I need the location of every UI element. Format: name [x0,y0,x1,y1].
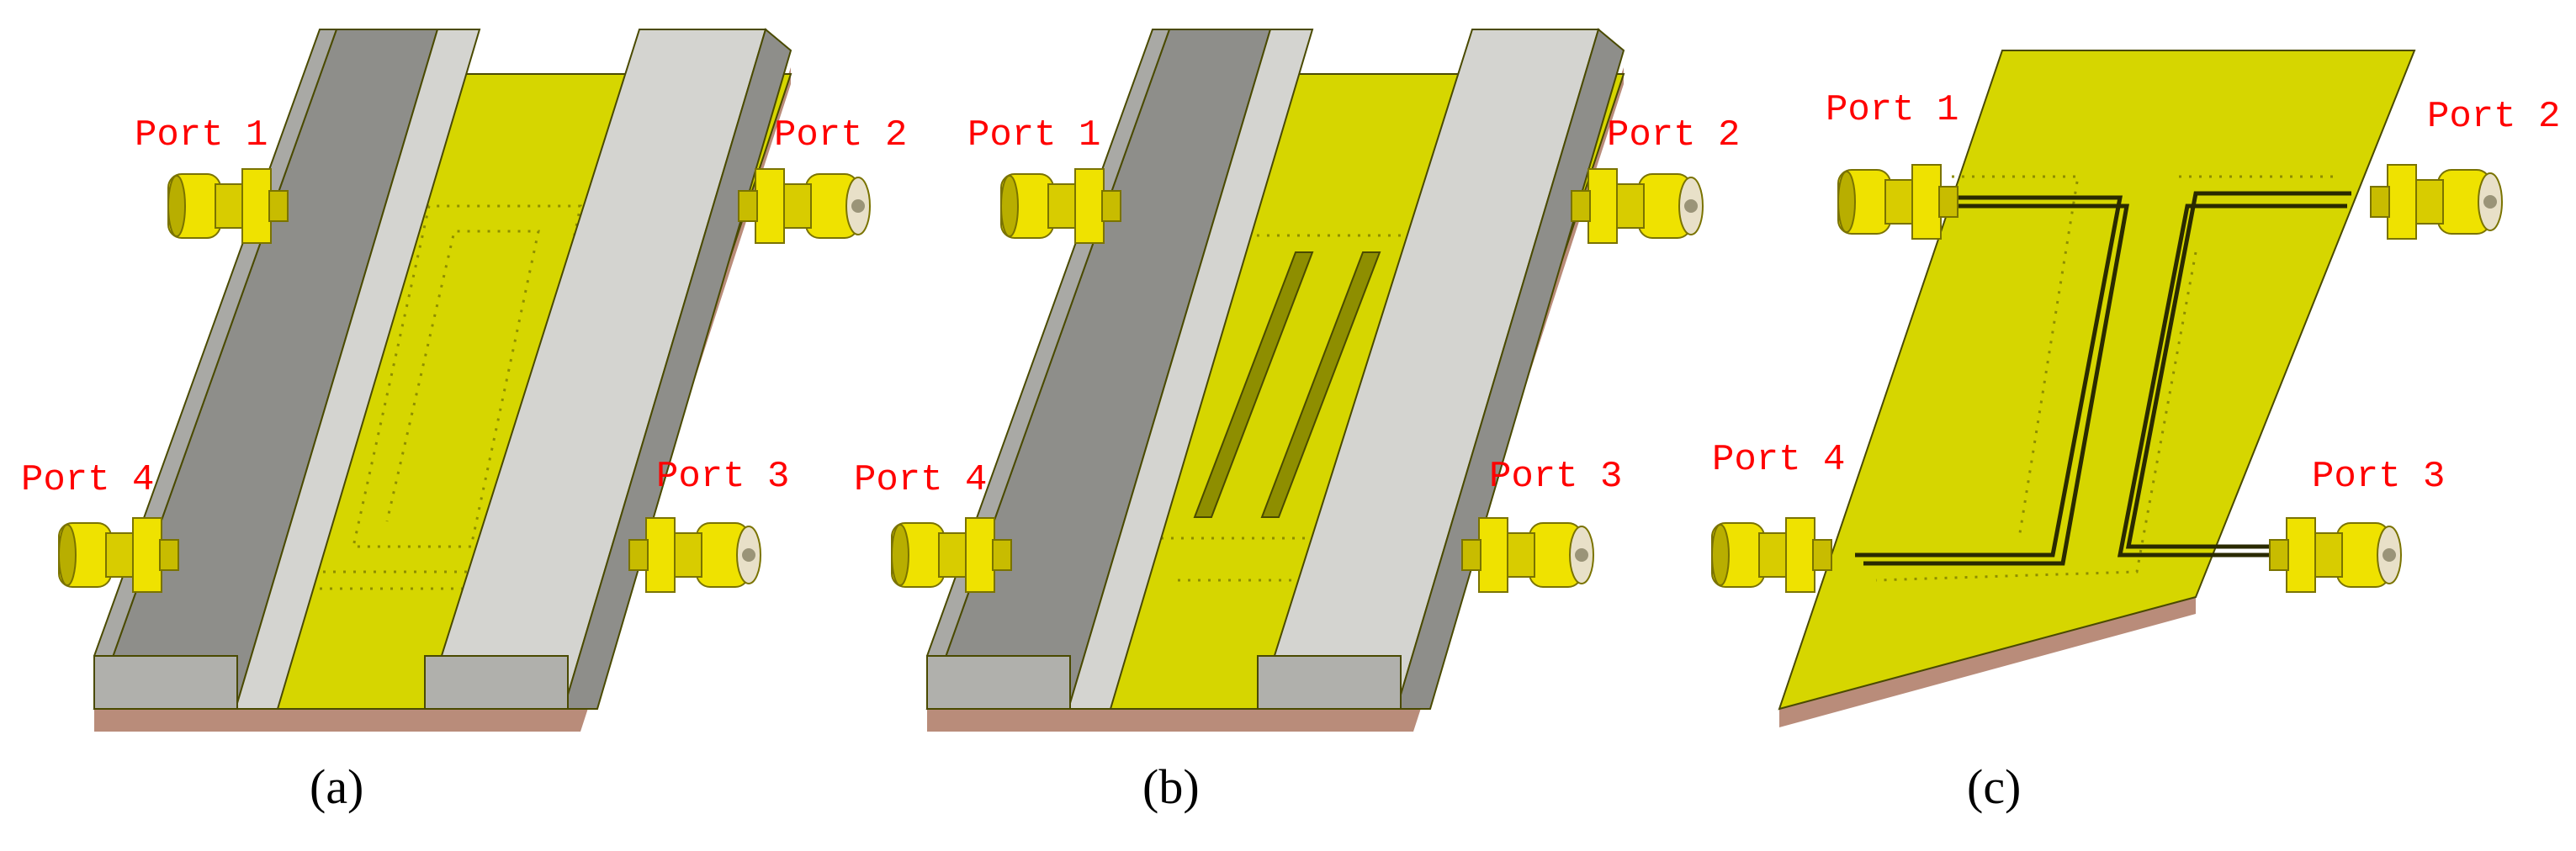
port3-connector [628,517,761,593]
right-block [1256,28,1625,710]
port4-connector [891,517,1012,593]
via-pattern [1875,175,2339,582]
port1-label: Port 1 [967,114,1100,156]
port2-connector [738,168,871,244]
port1-connector [167,168,289,244]
port4-connector [58,517,179,593]
panel-c: Port 1 Port 2 Port 3 Port 4 (c) [1711,50,2560,814]
caption-b: (b) [1142,759,1200,814]
caption-a: (a) [310,759,363,814]
panel-a: Port 1 Port 2 Port 3 Port 4 (a) [21,28,907,814]
port3-label: Port 3 [2312,456,2445,498]
port3-connector [1461,517,1594,593]
coupled-lines [1855,191,2351,566]
port3-connector [2269,517,2402,593]
right-block [423,28,792,710]
coupled-strips [1193,251,1381,518]
port4-label: Port 4 [21,459,154,501]
panel-b: Port 1 Port 2 Port 3 Port 4 (b) [854,28,1740,814]
via-pattern [303,204,582,590]
port1-label: Port 1 [135,114,268,156]
port4-connector [1711,517,1832,593]
port2-label: Port 2 [2427,96,2560,138]
caption-c: (c) [1967,759,2021,814]
port2-label: Port 2 [1607,114,1740,156]
port3-label: Port 3 [656,456,789,498]
port4-label: Port 4 [1712,439,1845,481]
substrate-edge [1779,597,2196,727]
port2-label: Port 2 [774,114,907,156]
port2-connector [2370,164,2503,240]
port1-label: Port 1 [1826,89,1959,131]
port1-connector [1000,168,1121,244]
port4-label: Port 4 [854,459,987,501]
port3-label: Port 3 [1489,456,1622,498]
port1-connector [1837,164,1959,240]
port2-connector [1571,168,1704,244]
